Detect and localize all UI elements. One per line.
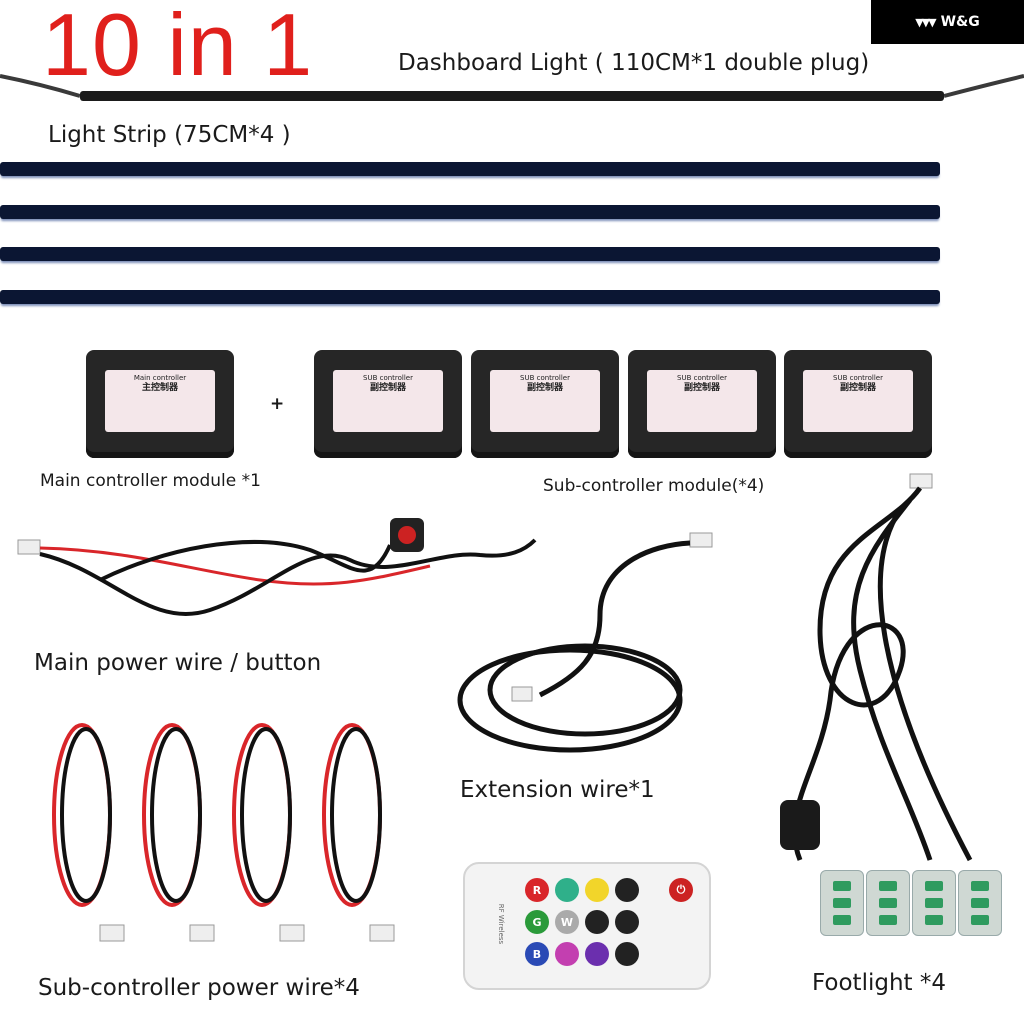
brand-name: W&G xyxy=(940,14,980,30)
footlight-label: Footlight *4 xyxy=(812,970,946,996)
light-strip-1 xyxy=(0,162,940,176)
sticker-en: Main controller xyxy=(133,374,187,382)
headline: 10 in 1 xyxy=(42,0,314,94)
remote-mode-button xyxy=(615,942,639,966)
main-controller-module: Main controller 主控制器 xyxy=(86,350,234,458)
brand-logo-icon: ▼▼▼ xyxy=(915,15,936,29)
main-power-wire-image xyxy=(17,518,537,617)
sub-power-wire-4 xyxy=(322,723,395,942)
footlight-2 xyxy=(866,870,910,936)
remote-mode-button xyxy=(615,910,639,934)
remote-button-w: W xyxy=(555,910,579,934)
remote-color-button xyxy=(585,878,609,902)
sticker-cn: 主控制器 xyxy=(141,383,178,393)
remote-button-r: R xyxy=(525,878,549,902)
sub-controller-label: Sub-controller module(*4) xyxy=(543,476,765,496)
remote-color-button xyxy=(585,942,609,966)
extension-wire-image xyxy=(457,532,713,753)
sub-power-wire-3 xyxy=(232,723,305,942)
footlight-3 xyxy=(912,870,956,936)
main-power-wire-label: Main power wire / button xyxy=(34,650,322,676)
main-controller-label: Main controller module *1 xyxy=(40,471,261,491)
remote-color-button xyxy=(555,878,579,902)
remote-button-b: B xyxy=(525,942,549,966)
sub-power-wires-image xyxy=(52,723,395,942)
light-strip-2 xyxy=(0,205,940,219)
footlight-1 xyxy=(820,870,864,936)
dashboard-light-strip xyxy=(0,74,1024,101)
sub-power-wire-1 xyxy=(52,723,125,942)
remote-brand-text: RF Wireless xyxy=(497,903,506,945)
remote-mode-button xyxy=(615,878,639,902)
power-icon: ⏻ xyxy=(669,878,693,902)
plus-sign: + xyxy=(270,394,285,414)
sub-power-wire-label: Sub-controller power wire*4 xyxy=(38,975,360,1001)
footlight-wires-image xyxy=(780,473,973,862)
extension-wire-label: Extension wire*1 xyxy=(460,777,655,803)
module-sticker: Main controller 主控制器 xyxy=(105,370,215,432)
remote-color-button xyxy=(555,942,579,966)
light-strip-4 xyxy=(0,290,940,304)
footlight-4 xyxy=(958,870,1002,936)
remote-button-g: G xyxy=(525,910,549,934)
light-strip-label: Light Strip (75CM*4 ) xyxy=(48,122,291,148)
brand-badge: ▼▼▼ W&G xyxy=(871,0,1024,44)
remote-mode-button xyxy=(585,910,609,934)
dashboard-light-label: Dashboard Light ( 110CM*1 double plug) xyxy=(398,50,870,76)
sub-power-wire-2 xyxy=(142,723,215,942)
rf-remote-control: R G W B ⏻ RF Wireless xyxy=(463,862,711,990)
light-strip-3 xyxy=(0,247,940,261)
